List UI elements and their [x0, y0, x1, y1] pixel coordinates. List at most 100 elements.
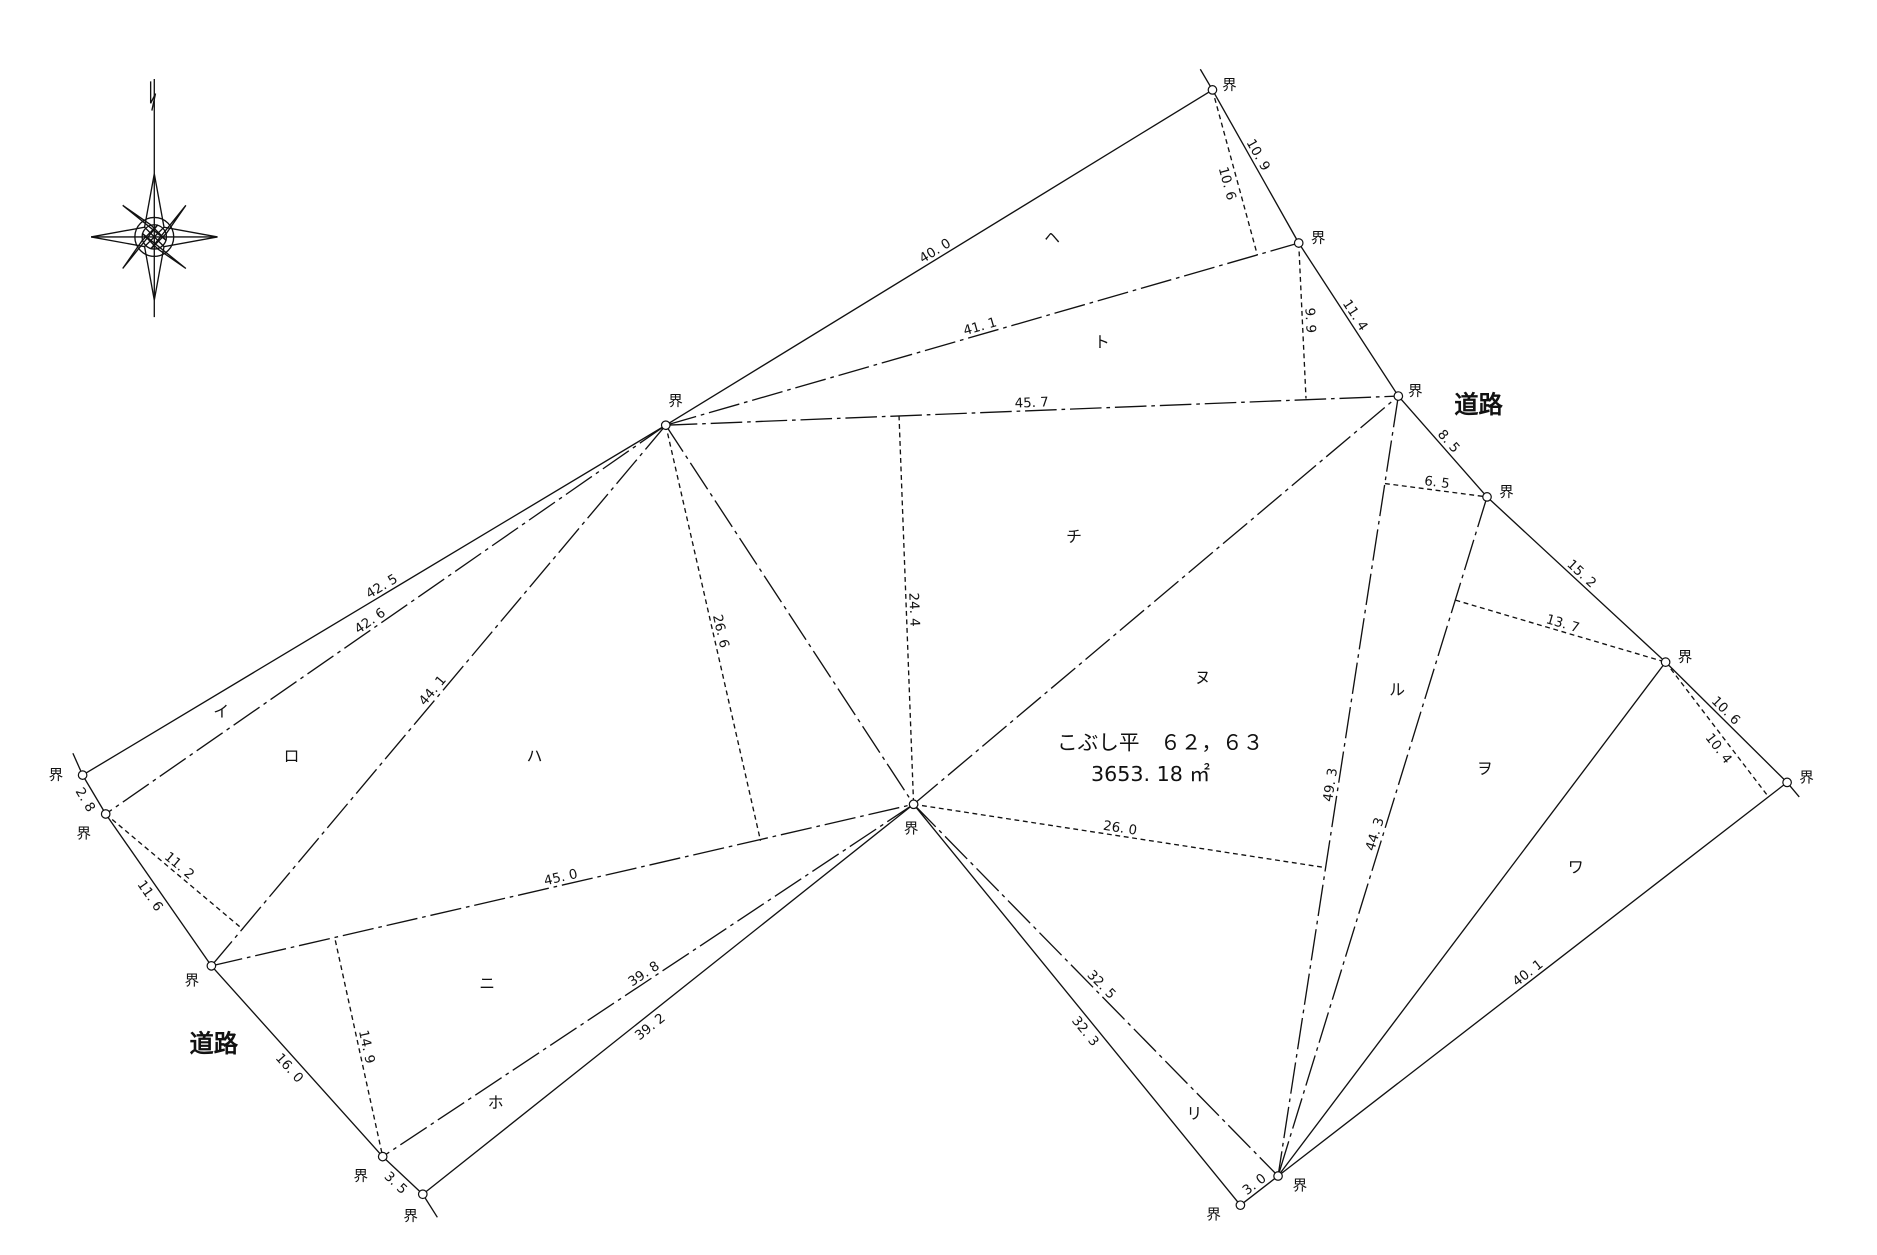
- parcel-name: こぶし平 ６２，６３: [1057, 731, 1263, 755]
- lot-label-ro: ロ: [284, 747, 300, 766]
- lot-label-ri: リ: [1186, 1104, 1202, 1123]
- boundary-line-E-M: [1277, 661, 1667, 1177]
- boundary-line-H-I: [105, 813, 212, 967]
- boundary-marker-label: 界: [1311, 230, 1326, 247]
- lot-label-i: イ: [213, 702, 229, 721]
- lot-label-he: ヘ: [1044, 228, 1060, 247]
- measurement-H-PI: 11. 2: [161, 850, 197, 883]
- measurement-D-M: 44. 3: [1364, 816, 1388, 853]
- measurement-A-B: 10. 9: [1243, 137, 1273, 174]
- boundary-marker-label: 界: [49, 767, 64, 784]
- boundary-line-J-K: [382, 1156, 424, 1195]
- measurement-DM-E: 13. 7: [1544, 612, 1581, 636]
- boundary-marker-label: 界: [1222, 77, 1237, 94]
- boundary-point-F: [1782, 777, 1792, 788]
- division-line-I-Q: [211, 803, 914, 967]
- measurement-G-H: 2. 8: [72, 785, 98, 815]
- measurement-P-IQ: 26. 6: [709, 613, 731, 649]
- boundary-line-Q-L: [913, 803, 1241, 1206]
- boundary-marker-label: 界: [77, 825, 92, 842]
- measurement-Q-K: 39. 2: [633, 1011, 669, 1044]
- boundary-point-H: [100, 809, 111, 819]
- division-line-Q-J: [382, 803, 914, 1158]
- lot-label-wa: ワ: [1568, 857, 1584, 876]
- offset-line-A-fPB: [1211, 89, 1259, 256]
- parcel-area: 3653. 18 ㎡: [1091, 762, 1210, 786]
- offset-line-P-fIQ: [665, 425, 762, 841]
- boundary-marker-label: 界: [668, 393, 683, 410]
- measurement-P-G: 42. 5: [364, 572, 401, 602]
- boundary-marker-label: 界: [403, 1208, 418, 1225]
- measurement-PC-Q: 24. 4: [905, 592, 921, 627]
- boundary-line-B-C: [1298, 242, 1399, 397]
- measurement-P-B: 41. 1: [962, 315, 999, 339]
- lot-label-ni: ニ: [479, 974, 495, 993]
- measurement-D-E: 15. 2: [1564, 557, 1599, 591]
- compass-rose-icon: [90, 78, 218, 318]
- measurement-P-I: 44. 1: [416, 673, 449, 709]
- boundary-point-B: [1293, 238, 1304, 248]
- offset-line-Q-fCM: [913, 803, 1325, 869]
- boundary-marker-label: 界: [185, 972, 200, 989]
- measurement-Q-L: 32. 3: [1068, 1014, 1101, 1050]
- measurement-I-J: 16. 0: [272, 1051, 306, 1086]
- division-line-P-H: [105, 424, 667, 815]
- lot-label-ho: ホ: [488, 1093, 504, 1112]
- division-line-P-C: [665, 395, 1399, 426]
- lot-label-nu: ヌ: [1195, 668, 1211, 687]
- boundary-point-L: [1235, 1200, 1246, 1211]
- measurement-J-K: 3. 5: [381, 1169, 410, 1197]
- offset-line-fDM-E: [1455, 599, 1666, 663]
- boundary-point-D: [1482, 492, 1492, 502]
- boundary-marker-label: 界: [354, 1168, 369, 1185]
- division-line-C-M: [1277, 395, 1399, 1177]
- offset-line-fCM2-D: [1384, 482, 1488, 498]
- boundary-point-M: [1273, 1171, 1283, 1181]
- measurement-P-A: 40. 0: [917, 236, 954, 267]
- division-line-Q-M: [913, 803, 1279, 1177]
- offset-line-fIQ2-J: [334, 940, 384, 1157]
- boundary-point-C: [1393, 391, 1404, 401]
- boundary-point-K: [417, 1189, 428, 1200]
- lot-label-ru: ル: [1389, 680, 1405, 699]
- boundary-line-E-F: [1665, 661, 1788, 783]
- boundary-point-G: [77, 770, 88, 780]
- boundary-line-P-G: [82, 424, 667, 776]
- offset-line-H-fPI: [105, 813, 244, 930]
- boundary-line-D-E: [1486, 496, 1667, 663]
- measurement-Q-M: 32. 5: [1084, 968, 1119, 1003]
- boundary-point-A: [1207, 85, 1218, 95]
- measurement-P-C: 45. 7: [1014, 395, 1049, 411]
- boundary-marker-label: 界: [1293, 1178, 1308, 1195]
- boundary-line-F-M: [1277, 781, 1788, 1177]
- division-line-P-B: [665, 242, 1299, 426]
- boundary-marker-label: 界: [1499, 484, 1514, 501]
- offset-line-B-fPC: [1298, 242, 1307, 399]
- boundary-line-Q-K: [422, 803, 915, 1195]
- measurement-A-PB: 10. 6: [1215, 165, 1238, 202]
- measurement-H-I: 11. 6: [134, 878, 166, 914]
- boundary-point-Q: [908, 799, 919, 810]
- boundary-line-L-M: [1239, 1175, 1279, 1206]
- boundary-point-P: [660, 420, 671, 431]
- measurement-B-C: 11. 4: [1339, 297, 1370, 334]
- boundary-marker-label: 界: [904, 820, 919, 837]
- offset-line-fPC2-Q: [898, 415, 915, 805]
- measurement-I-Q: 45. 0: [543, 867, 579, 889]
- measurement-IQ-J: 14. 9: [355, 1029, 377, 1065]
- boundary-point-I: [206, 960, 217, 971]
- measurement-Q-CM: 26. 0: [1102, 819, 1138, 839]
- measurement-C-D: 8. 5: [1434, 427, 1462, 456]
- lot-label-wo: ヲ: [1477, 759, 1493, 778]
- division-line-Q-C: [913, 395, 1399, 805]
- boundary-line-C-D: [1397, 395, 1488, 498]
- boundary-line-A-B: [1211, 89, 1300, 244]
- road-label-west: 道路: [190, 1029, 239, 1058]
- measurement-E-FM: 10. 4: [1702, 731, 1735, 767]
- division-line-D-M: [1277, 496, 1488, 1177]
- offset-line-E-fFM: [1665, 661, 1769, 797]
- division-line-P-I: [210, 424, 667, 967]
- road-label-east: 道路: [1454, 390, 1503, 419]
- boundary-line-G-H: [82, 774, 107, 815]
